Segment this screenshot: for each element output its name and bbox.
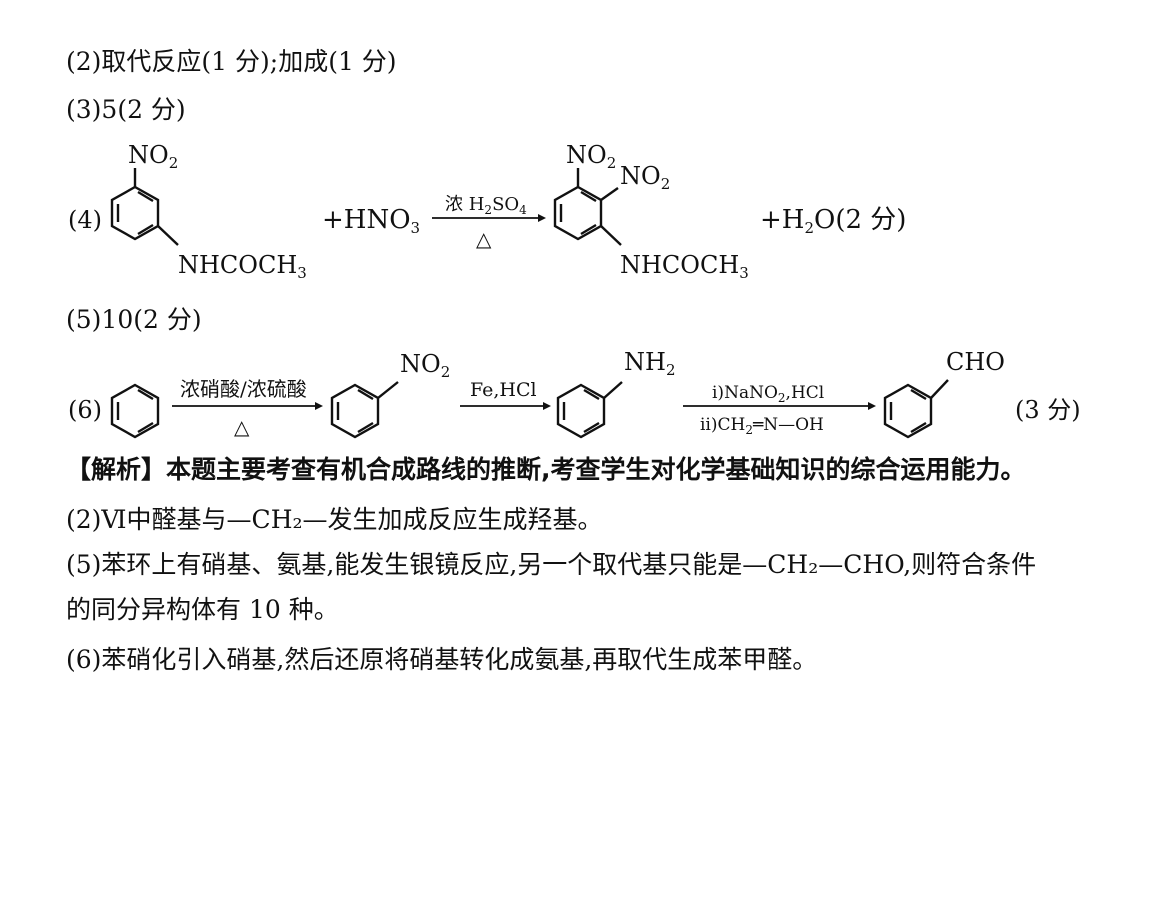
reagent-hno3: +HNO3 [322, 205, 420, 237]
step3-reagent-1: ⅰ)NaNO2,HCl [712, 383, 824, 405]
analysis-6: (6)苯硝化引入硝基,然后还原将硝基转化成氨基,再取代生成苯甲醛。 [66, 645, 818, 674]
reaction-6-label: (6) [68, 396, 102, 424]
analysis-5-line-1: (5)苯环上有硝基、氨基,能发生银镜反应,另一个取代基只能是—CH₂—CHO,则… [66, 550, 1037, 579]
reactant-benzene-ring [110, 185, 160, 241]
answer-2: (2)取代反应(1 分);加成(1 分) [66, 47, 397, 76]
answer-3: (3)5(2 分) [66, 95, 186, 124]
step1-heat: △ [234, 415, 250, 439]
reactant-nhcoch3-label: NHCOCH3 [178, 251, 307, 282]
reactant-bond-nhcoch3 [157, 225, 179, 246]
benzene-ring-1 [110, 383, 160, 439]
condition-heat: △ [476, 227, 492, 251]
reaction-6-route: (6) 浓硝酸/浓硫酸 △ NO2 Fe,HCl NH2 ⅰ)NaNO2,HCl… [68, 348, 1081, 439]
product-cho: CHO [946, 348, 1005, 376]
reactant-no2-label: NO2 [128, 141, 178, 172]
product-benzene-ring [553, 185, 603, 241]
answer-5: (5)10(2 分) [66, 305, 202, 334]
step1-reagent: 浓硝酸/浓硫酸 [180, 377, 307, 401]
step2-reagent: Fe,HCl [470, 379, 537, 401]
byproduct-h2o: +H2O(2 分) [760, 205, 906, 237]
intermediate2-nh2: NH2 [624, 348, 675, 379]
reaction-4-label: (4) [68, 206, 102, 234]
benzene-ring-2 [330, 383, 380, 439]
reaction-6-score: (3 分) [1015, 396, 1081, 424]
intermediate1-no2: NO2 [400, 350, 450, 381]
benzene-ring-4 [883, 383, 933, 439]
product-nhcoch3-label: NHCOCH3 [620, 251, 749, 282]
condition-h2so4: 浓 H2SO4 [445, 194, 527, 217]
step3-reagent-2: ⅱ)CH2═N—OH [700, 415, 824, 437]
analysis-2: (2)Ⅵ中醛基与—CH₂—发生加成反应生成羟基。 [66, 505, 603, 534]
analysis-heading: 【解析】本题主要考查有机合成路线的推断,考查学生对化学基础知识的综合运用能力。 [66, 455, 1026, 484]
reaction-4-equation: (4) NO2 NHCOCH3 +HNO3 浓 H2SO4 △ NO2 NO2 … [68, 141, 906, 282]
product-no2-label-2: NO2 [620, 162, 670, 193]
product-no2-label-1: NO2 [566, 141, 616, 172]
analysis-5-line-2: 的同分异构体有 10 种。 [66, 595, 339, 624]
benzene-ring-3 [556, 383, 606, 439]
